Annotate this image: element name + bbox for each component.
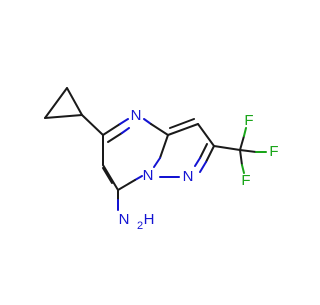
molecule-canvas: N N N F F F N H 2 — [44, 87, 279, 232]
cf3-f-bond — [241, 164, 245, 174]
cyclopropyl-bond — [66, 87, 83, 116]
cf3-f-bond — [239, 149, 243, 166]
ring-bond — [143, 118, 152, 125]
ring-bond — [117, 179, 136, 191]
cf3-f-bond — [243, 127, 247, 137]
nitrogen-atom-label: N — [183, 168, 194, 185]
ring-bond — [134, 175, 143, 181]
fluorine-atom-label: F — [241, 172, 250, 189]
ring-bond — [102, 164, 119, 191]
amine-hydrogen-count: 2 — [137, 220, 143, 232]
pyrazole-bond-double — [194, 157, 201, 167]
cf3-bond — [213, 145, 241, 151]
cyclopropyl-bond — [44, 114, 83, 119]
amine-hydrogen-label: H — [144, 211, 155, 228]
pyrazole-bond — [205, 145, 215, 163]
cf3-f-bond — [239, 149, 257, 153]
pyrazole-bond — [197, 123, 215, 147]
fluorine-atom-label: F — [244, 112, 253, 129]
ring-bond — [159, 134, 169, 159]
ring-bond — [153, 157, 161, 168]
fluorine-atom-label: F — [269, 143, 278, 160]
nitrogen-atom-label: N — [131, 107, 142, 124]
ring-bond-double — [102, 167, 113, 184]
ring-bond — [102, 123, 121, 136]
ring-bond — [119, 118, 129, 125]
pyrazole-bond-double — [169, 118, 195, 129]
amine-nitrogen-label: N — [119, 211, 130, 228]
structure-diagram: N N N F F F N H 2 — [44, 87, 279, 232]
nitrogen-atom-label: N — [143, 167, 154, 184]
pyrazole-bond — [167, 123, 199, 136]
pyrazole-bond — [199, 161, 207, 173]
cyclopropyl-bond — [44, 87, 68, 119]
ring-bond — [150, 123, 169, 136]
ring-bond-double — [107, 132, 123, 143]
pyrazole-bond-double — [199, 143, 208, 159]
ring-bond-double — [121, 127, 130, 134]
cyclopropyl-attachment-bond — [81, 114, 104, 136]
cf3-f-bond — [239, 135, 245, 151]
